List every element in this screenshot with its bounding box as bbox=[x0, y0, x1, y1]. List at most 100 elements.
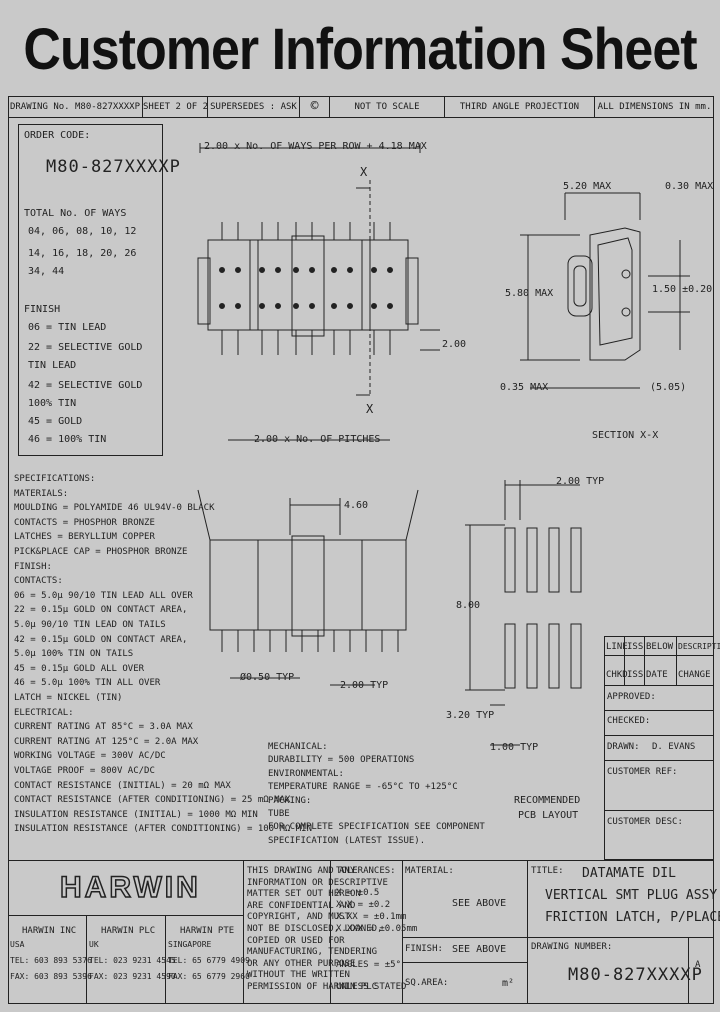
text-line: CONTACTS = PHOSPHOR BRONZE bbox=[14, 517, 155, 528]
company-logo: HARWIN bbox=[59, 871, 201, 905]
text-line: 5.0μ 100% TIN ON TAILS bbox=[14, 649, 134, 660]
office-line: USA bbox=[10, 940, 25, 949]
contact bbox=[309, 303, 315, 309]
revision-block bbox=[604, 636, 714, 860]
contact bbox=[219, 303, 225, 309]
contact bbox=[259, 267, 265, 273]
dim-section-right: 0.30 MAX bbox=[665, 181, 714, 192]
text-line: INSULATION RESISTANCE (INITIAL) = 1000 M… bbox=[14, 809, 258, 820]
pcb-label: PCB LAYOUT bbox=[518, 810, 579, 821]
office-name: HARWIN PLC bbox=[101, 926, 156, 936]
office-line: FAX: 023 9231 4590 bbox=[89, 972, 176, 981]
drawing-number-cell: DRAWING No. M80-827XXXXP bbox=[8, 97, 143, 117]
text-line: MECHANICAL: bbox=[268, 742, 328, 752]
text-line: SPECIFICATIONS: bbox=[14, 474, 96, 484]
dim-diameter: Ø0.50 TYP bbox=[240, 672, 295, 683]
finish-line: 45 = GOLD bbox=[28, 416, 83, 427]
pcb-label: RECOMMENDED bbox=[514, 795, 581, 806]
rev-sub: CHKD bbox=[606, 670, 628, 680]
contact bbox=[293, 267, 299, 273]
text-line: SPECIFICATION (LATEST ISSUE). bbox=[268, 835, 426, 846]
finish-line: 42 = SELECTIVE GOLD bbox=[28, 380, 143, 391]
text-line: TUBE bbox=[268, 809, 290, 819]
contact bbox=[235, 303, 241, 309]
contact bbox=[309, 267, 315, 273]
text-line: PACKING: bbox=[268, 795, 312, 806]
text-line: WORKING VOLTAGE = 300V AC/DC bbox=[14, 751, 166, 762]
sq-area-unit: m² bbox=[502, 978, 515, 989]
title-line: FRICTION LATCH, P/PLACE bbox=[545, 910, 720, 925]
approved-label: APPROVED: bbox=[607, 692, 656, 702]
sq-area-label: SQ.AREA: bbox=[405, 978, 449, 988]
contact bbox=[275, 303, 281, 309]
text-line: TEMPERATURE RANGE = -65°C TO +125°C bbox=[268, 782, 458, 793]
ways-line: 04, 06, 08, 10, 12 bbox=[28, 226, 137, 237]
text-line: MANUFACTURING, TENDERING bbox=[247, 947, 378, 958]
dim-pitch-right: 2.00 bbox=[442, 339, 467, 350]
contact bbox=[371, 303, 377, 309]
rev-header: ISS bbox=[627, 642, 644, 652]
text-line: MOULDING = POLYAMIDE 46 UL94V-0 BLACK bbox=[14, 503, 215, 514]
text-line: THIS DRAWING AND ANY bbox=[247, 866, 356, 876]
order-code-box bbox=[18, 124, 163, 456]
text-line: CURRENT RATING AT 85°C = 3.0A MAX bbox=[14, 722, 193, 733]
title-line: VERTICAL SMT PLUG ASSY bbox=[545, 888, 718, 903]
contact bbox=[259, 303, 265, 309]
contact bbox=[347, 303, 353, 309]
drawing-number-value: M80-827XXXXP bbox=[568, 965, 703, 985]
text-line: 42 = 0.15μ GOLD ON CONTACT AREA, bbox=[14, 634, 188, 645]
tolerance-line: UNLESS STATED bbox=[336, 982, 407, 992]
tolerance-line: TOLERANCES: bbox=[336, 866, 396, 876]
pcb-typ-left: 3.20 TYP bbox=[446, 710, 495, 721]
order-code-heading: ORDER CODE: bbox=[24, 130, 91, 141]
contact bbox=[293, 303, 299, 309]
text-line: FOR COMPLETE SPECIFICATION SEE COMPONENT bbox=[268, 822, 485, 833]
contact bbox=[347, 267, 353, 273]
text-line: NOT BE DISCLOSED, LOANED, bbox=[247, 924, 383, 934]
office-line: TEL: 023 9231 4545 bbox=[89, 956, 176, 965]
contact bbox=[331, 267, 337, 273]
pcb-typ-top: 2.00 TYP bbox=[556, 476, 605, 487]
contact bbox=[275, 267, 281, 273]
text-line: MATTER SET OUT HEREON bbox=[247, 889, 361, 900]
text-line: DURABILITY = 500 OPERATIONS bbox=[268, 755, 415, 766]
section-marker-top: X bbox=[360, 165, 368, 179]
page-title: Customer Information Sheet bbox=[23, 17, 697, 83]
material-label: MATERIAL: bbox=[405, 866, 454, 876]
dim-section-width: 5.20 MAX bbox=[563, 181, 612, 192]
pcb-pad bbox=[504, 527, 516, 593]
office-name: HARWIN PTE bbox=[180, 926, 235, 936]
text-line: PICK&PLACE CAP = PHOSPHOR BRONZE bbox=[14, 547, 188, 557]
pcb-pad bbox=[526, 623, 538, 689]
title-line: DATAMATE DIL bbox=[582, 866, 676, 881]
scale-cell: NOT TO SCALE bbox=[330, 97, 445, 117]
copyright-cell: © bbox=[300, 97, 330, 117]
text-line: COPIED OR USED FOR bbox=[247, 935, 345, 946]
customer-ref-label: CUSTOMER REF: bbox=[607, 767, 678, 777]
rev-header: DESCRIPTION bbox=[678, 642, 720, 651]
pcb-pad bbox=[570, 623, 582, 689]
finish-line: 22 = SELECTIVE GOLD bbox=[28, 342, 143, 353]
dim-side-top: 4.60 bbox=[344, 500, 369, 511]
units-cell: ALL DIMENSIONS IN mm. bbox=[597, 102, 712, 112]
pcb-pad bbox=[504, 623, 516, 689]
text-line: MATERIALS: bbox=[14, 488, 69, 499]
contact bbox=[387, 267, 393, 273]
text-line: INFORMATION OR DESCRIPTIVE bbox=[247, 877, 388, 888]
pcb-typ-bottom: 1.00 TYP bbox=[490, 742, 539, 753]
finish-line: 46 = 100% TIN bbox=[28, 434, 107, 445]
contact bbox=[331, 303, 337, 309]
dim-section-bottom: 0.35 MAX bbox=[500, 382, 549, 393]
office-line: FAX: 65 6779 2960 bbox=[168, 972, 250, 981]
text-line: WITHOUT THE WRITTEN bbox=[247, 970, 350, 981]
tolerance-line: ANGLES = ±5° bbox=[336, 960, 402, 970]
contact bbox=[219, 267, 225, 273]
order-code-value: M80-827XXXXP bbox=[46, 157, 181, 177]
text-line: 22 = 0.15μ GOLD ON CONTACT AREA, bbox=[14, 605, 188, 616]
contact bbox=[387, 303, 393, 309]
section-label: SECTION X-X bbox=[592, 430, 659, 441]
contact bbox=[371, 267, 377, 273]
finish-line: TIN LEAD bbox=[28, 360, 77, 371]
